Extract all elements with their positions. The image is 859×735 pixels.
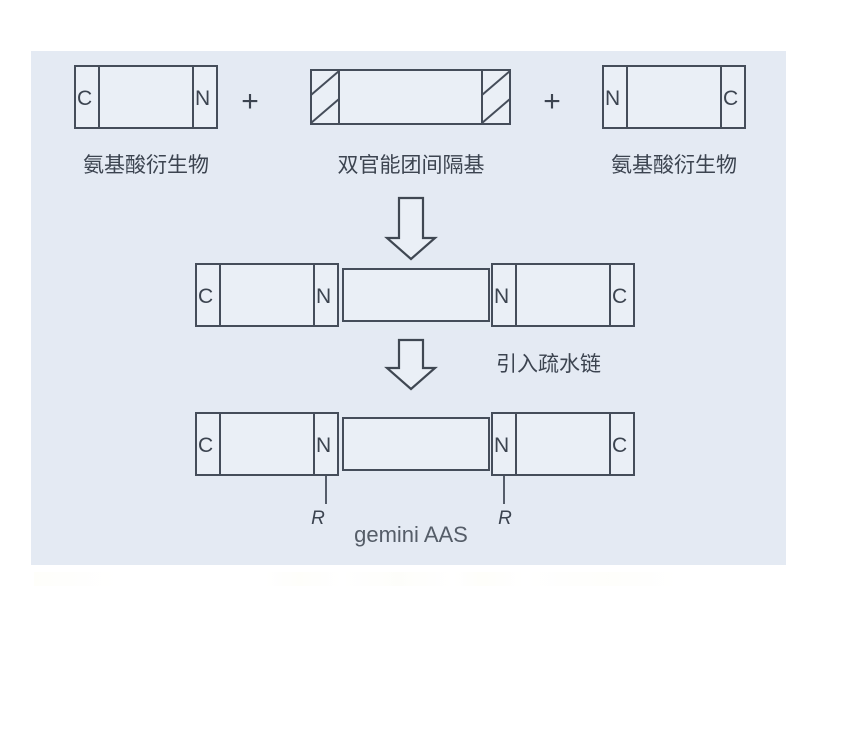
down-arrow-1 — [384, 196, 438, 261]
reactant-left-c-label: C — [77, 87, 92, 110]
product-box-right: N C — [491, 412, 635, 476]
reactant-box-middle-spacer — [310, 69, 511, 125]
plus-sign-2: + — [543, 85, 561, 118]
intermediate-box-left: C N — [195, 263, 339, 327]
intermediate-right-c-label: C — [612, 285, 627, 308]
reactant-left-n-label: N — [195, 87, 210, 110]
product-box-left: C N — [195, 412, 339, 476]
hatch-left-cap — [310, 70, 340, 124]
substituent-label-right: R — [498, 508, 512, 529]
intermediate-box-right: N C — [491, 263, 635, 327]
plus-sign-1: + — [241, 85, 259, 118]
reactant-box-left: C N — [74, 65, 218, 129]
substituent-label-left: R — [311, 508, 325, 529]
label-introduce-hydrophobic-chain: 引入疏水链 — [496, 353, 601, 376]
caption-reactant-middle: 双官能团间隔基 — [338, 154, 485, 177]
reactant-right-c-label: C — [723, 87, 738, 110]
caption-reactant-right: 氨基酸衍生物 — [611, 154, 737, 177]
reactant-box-right: N C — [602, 65, 746, 129]
intermediate-left-c-label: C — [198, 285, 213, 308]
caption-reactant-left: 氨基酸衍生物 — [83, 154, 209, 177]
product-left-c-label: C — [198, 434, 213, 457]
intermediate-box-middle-spacer — [342, 268, 490, 322]
intermediate-left-n-label: N — [316, 285, 331, 308]
product-left-n-label: N — [316, 434, 331, 457]
reactant-right-n-label: N — [605, 87, 620, 110]
intermediate-right-n-label: N — [494, 285, 509, 308]
product-right-c-label: C — [612, 434, 627, 457]
caption-product-gemini-aas: gemini AAS — [354, 522, 468, 547]
down-arrow-2 — [384, 338, 438, 391]
product-box-middle-spacer — [342, 417, 490, 471]
hatch-right-cap — [481, 70, 511, 124]
product-right-n-label: N — [494, 434, 509, 457]
